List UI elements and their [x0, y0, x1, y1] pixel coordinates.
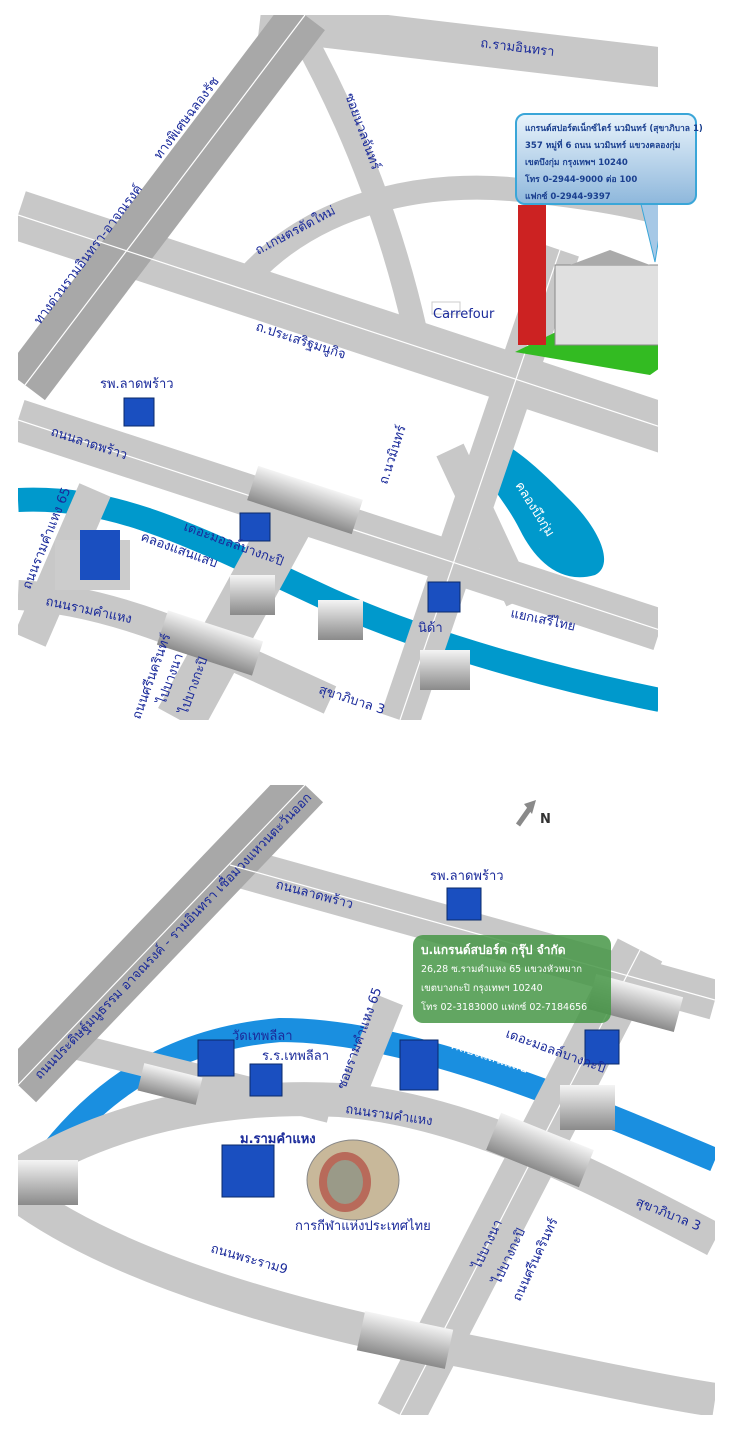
north-label: N: [540, 812, 551, 827]
bottom-map: N ถนนประดิษฐ์มนูธรรม อาจณรงค์ - รามอินทร…: [18, 785, 715, 1415]
bridge: [156, 610, 264, 676]
road-ramintra: [257, 15, 658, 88]
info-line: โทร 02-3183000 แฟกซ์ 02-7184656: [421, 1002, 588, 1013]
north-arrow-icon: [515, 800, 536, 827]
bridge: [318, 600, 363, 640]
road-ramkhamhaeng: [18, 1082, 715, 1256]
building-ladprao-hospital: [123, 397, 155, 427]
label-wat-thepleela: วัดเทพลีลา: [232, 1028, 293, 1044]
bridge: [230, 575, 275, 615]
info-line: แกรนด์สปอร์ตเน็กซ์ไตร์ นวมินทร์ (สุขาภิบ…: [525, 124, 703, 134]
road-soi-ram65: [337, 994, 403, 1106]
building-school-thepleela: [249, 1063, 283, 1097]
bridge: [18, 1160, 78, 1205]
building-ram65: [55, 530, 130, 590]
label-stadium: การกีฬาแห่งประเทศไทย: [295, 1218, 431, 1234]
label-ru: ม.รามคำแหง: [240, 1131, 316, 1147]
road-serithai: [436, 443, 534, 607]
label-ladprao-hospital: รพ.ลาดพร้าว: [100, 377, 174, 392]
info-line: 357 หมู่ที่ 6 ถนน นวมินทร์ แขวงคลองกุ่ม: [525, 141, 681, 151]
store-info-box: แกรนด์สปอร์ตเน็กซ์ไตร์ นวมินทร์ (สุขาภิบ…: [515, 113, 703, 205]
bridge: [137, 1063, 203, 1105]
building-mall: [584, 1029, 620, 1065]
building-wat-thepleela: [197, 1039, 235, 1077]
label-school-thepleela: ร.ร.เทพลีลา: [262, 1048, 329, 1064]
bridge: [560, 1085, 615, 1130]
info-line: โทร 0-2944-9000 ต่อ 100: [525, 175, 638, 185]
info-line: บ.แกรนด์สปอร์ต กรุ๊ป จำกัด: [421, 943, 566, 957]
building-nida: [427, 581, 461, 613]
carrefour-logo: Carrefour: [433, 307, 495, 322]
pond-bueng-kum: [473, 438, 605, 578]
bridge: [486, 1112, 594, 1188]
building-ru: [221, 1144, 275, 1198]
road-nuanchan: [289, 24, 427, 333]
label-ladprao-hospital: รพ.ลาดพร้าว: [430, 869, 504, 884]
building-mall: [239, 512, 271, 542]
building-ladprao-hospital: [446, 887, 482, 921]
company-info-box: บ.แกรนด์สปอร์ต กรุ๊ป จำกัด 26,28 ซ.รามคำ…: [413, 935, 611, 1023]
building-ram65: [399, 1039, 439, 1091]
label-nida: นิด้า: [418, 621, 443, 636]
info-line: 26,28 ซ.รามคำแหง 65 แขวงหัวหมาก: [421, 964, 583, 975]
bridge: [356, 1311, 454, 1369]
stadium-image: [306, 1139, 400, 1221]
info-line: เขตบึงกุ่ม กรุงเทพฯ 10240: [525, 158, 628, 168]
bridge: [420, 650, 470, 690]
info-line: เขตบางกะปิ กรุงเทพฯ 10240: [421, 983, 543, 994]
info-line: แฟกซ์ 0-2944-9397: [525, 192, 611, 202]
store-illustration: Carrefour: [431, 205, 658, 375]
bridge: [247, 465, 363, 535]
